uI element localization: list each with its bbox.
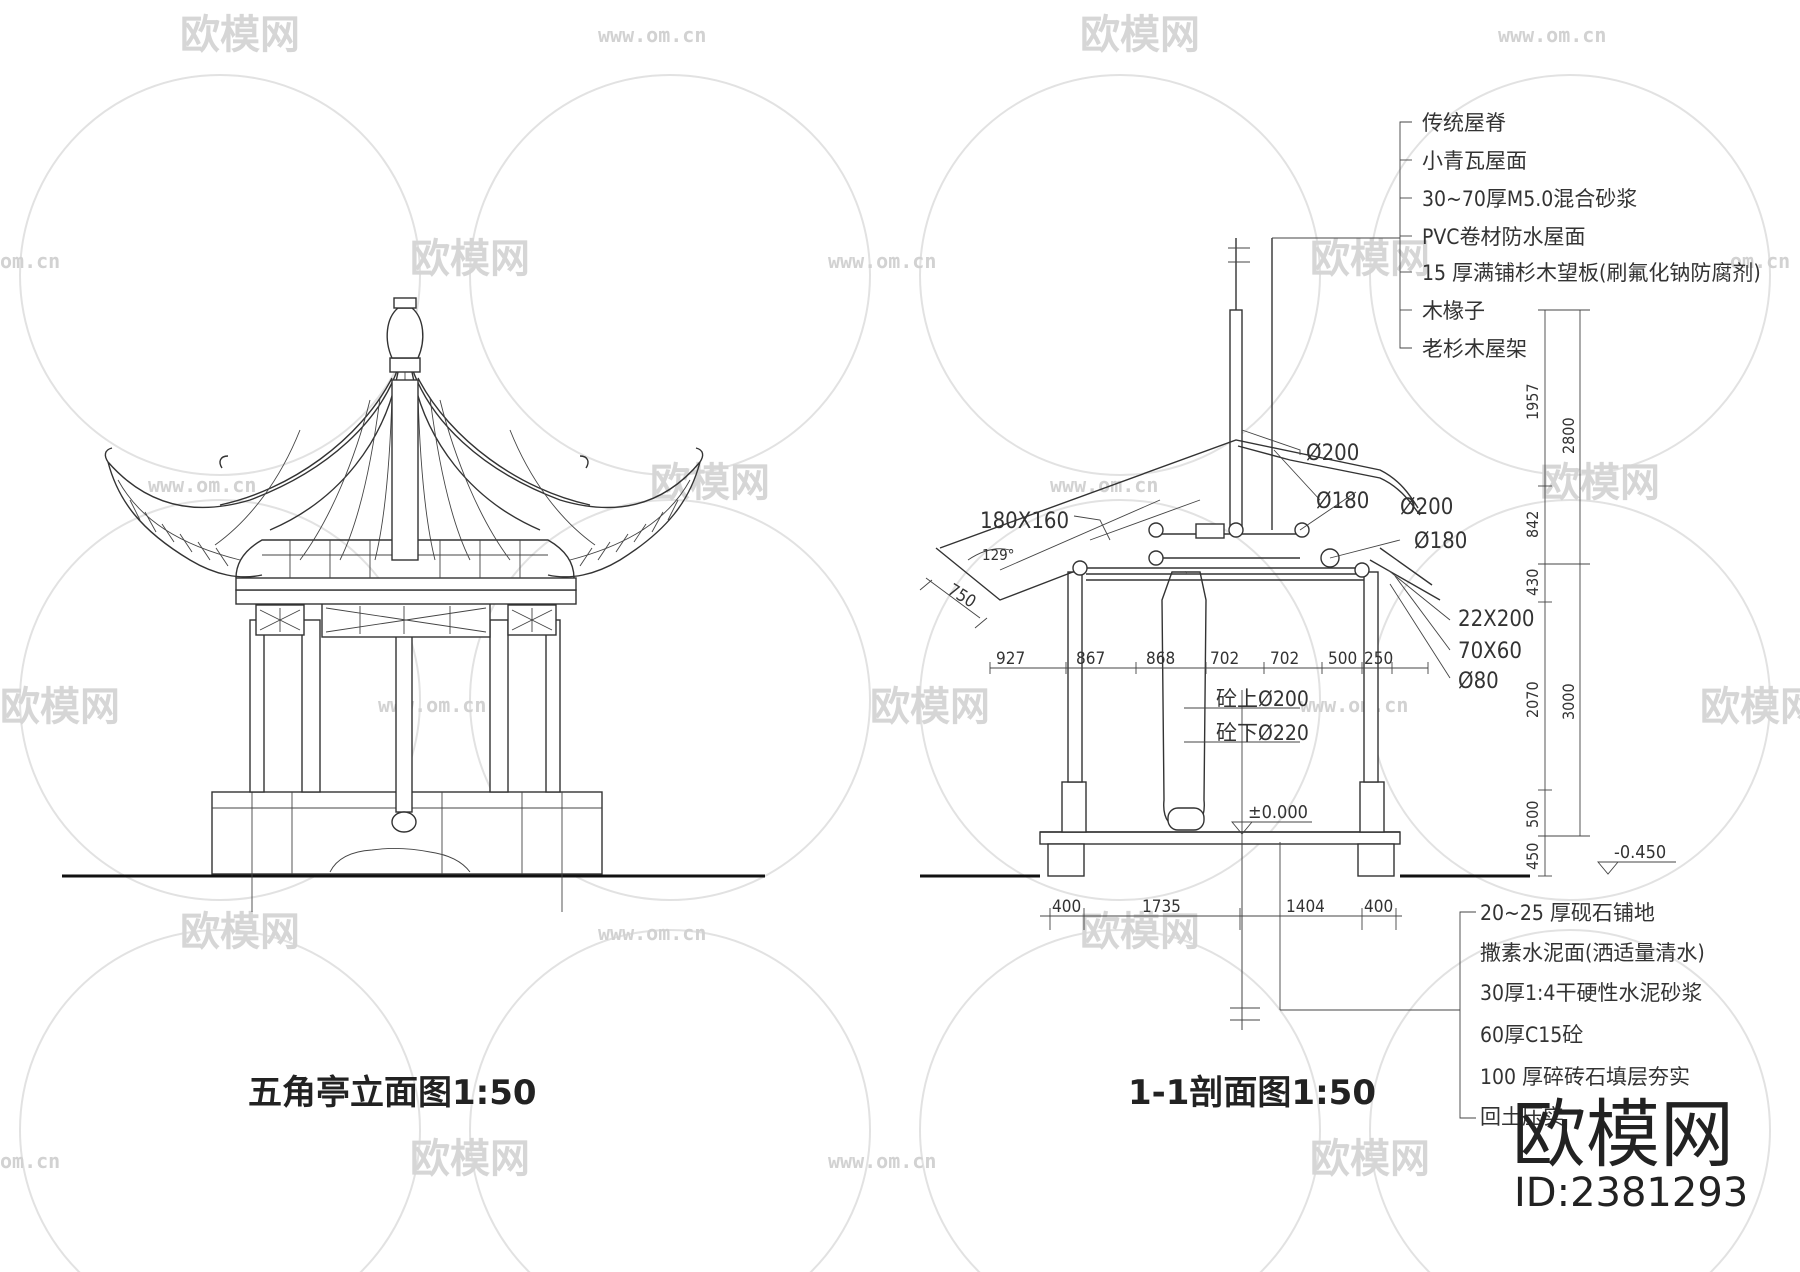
dimension-top-labels: 927 867 868 702 702 500 250 — [996, 649, 1393, 669]
wm-url-8: www.om.cn — [378, 693, 486, 717]
dim-top-6: 500 — [1328, 649, 1357, 669]
label-rubble: 100 厚碎砖石填层夯实 — [1480, 1065, 1690, 1089]
label-d180-b: Ø180 — [1414, 529, 1467, 554]
label-d80: Ø80 — [1458, 669, 1499, 694]
label-rafter: 木椽子 — [1422, 299, 1485, 323]
dim-vert-450: 450 — [1523, 843, 1542, 870]
wm-brand-10: 欧模网 — [180, 909, 300, 955]
dim-vert-2070: 2070 — [1523, 681, 1542, 718]
label-col-up: 砼上Ø200 — [1216, 687, 1309, 711]
label-22x200: 22X200 — [1458, 607, 1535, 632]
wm-url-11: om.cn — [0, 1149, 60, 1173]
wm-brand-13: 欧模网 — [1310, 1136, 1430, 1182]
dim-top-2: 867 — [1076, 649, 1105, 669]
title-section: 1-1剖面图1:50 — [1128, 1073, 1376, 1113]
label-ridge: 传统屋脊 — [1422, 111, 1506, 135]
label-col-down: 砼下Ø220 — [1216, 721, 1309, 745]
label-concrete: 60厚C15砼 — [1480, 1023, 1583, 1047]
wm-brand-7: 欧模网 — [0, 684, 120, 730]
dim-top-1: 927 — [996, 649, 1025, 669]
dim-vert-1957: 1957 — [1523, 383, 1542, 420]
title-elevation: 五角亭立面图1:50 — [248, 1073, 537, 1113]
dim-bottom-4: 400 — [1364, 897, 1393, 917]
label-level-neg: -0.450 — [1614, 842, 1666, 863]
watermark-layer: 欧模网 www.om.cn 欧模网 www.om.cn om.cn 欧模网 ww… — [0, 12, 1800, 1272]
watermark-brand-large: 欧模网 — [1512, 1092, 1734, 1178]
wm-brand-1: 欧模网 — [180, 12, 300, 58]
dim-top-7: 250 — [1364, 649, 1393, 669]
dim-vert-430: 430 — [1523, 569, 1542, 596]
wm-brand-3: 欧模网 — [410, 236, 530, 282]
wm-brand-5: 欧模网 — [650, 460, 770, 506]
wm-brand-6: 欧模网 — [1540, 460, 1660, 506]
floor-layer-labels: 20~25 厚砚石铺地 撒素水泥面(洒适量清水) 30厚1:4干硬性水泥砂浆 6… — [1480, 901, 1705, 1129]
label-backfill: 回土压实 — [1480, 1105, 1564, 1129]
wm-url-7: www.om.cn — [1050, 473, 1158, 497]
dim-bottom-1: 400 — [1052, 897, 1081, 917]
dim-top-4: 702 — [1210, 649, 1239, 669]
wm-url-6: www.om.cn — [148, 473, 256, 497]
wm-url-10: www.om.cn — [598, 921, 706, 945]
wm-brand-12: 欧模网 — [410, 1136, 530, 1182]
wm-url-9: www.om.cn — [1300, 693, 1408, 717]
label-d200-top: Ø200 — [1306, 441, 1359, 466]
dim-vert-500: 500 — [1523, 801, 1542, 828]
dim-top-3: 868 — [1146, 649, 1175, 669]
label-eave-750: 750 — [944, 580, 979, 612]
label-truss: 老杉木屋架 — [1422, 337, 1527, 361]
wm-url-3: om.cn — [0, 249, 60, 273]
dim-vert-842: 842 — [1523, 511, 1542, 538]
watermark-id: ID:2381293 — [1514, 1170, 1748, 1216]
dim-vert-3000: 3000 — [1559, 683, 1578, 720]
label-board: 15 厚满铺杉木望板(刷氟化钠防腐剂) — [1422, 261, 1761, 285]
dim-bottom-2: 1735 — [1142, 897, 1181, 917]
member-labels: Ø200 Ø180 Ø200 Ø180 180X160 129° 750 22X… — [944, 441, 1666, 863]
dim-vert-2800: 2800 — [1559, 417, 1578, 454]
label-angle: 129° — [982, 546, 1015, 564]
label-d180-a: Ø180 — [1316, 489, 1369, 514]
dim-bottom-3: 1404 — [1286, 897, 1325, 917]
label-mortar: 30~70厚M5.0混合砂浆 — [1422, 187, 1637, 211]
dim-top-5: 702 — [1270, 649, 1299, 669]
wm-url-1: www.om.cn — [598, 23, 706, 47]
label-floor-stone: 20~25 厚砚石铺地 — [1480, 901, 1655, 925]
dimension-vertical-labels: 1957 842 430 2070 500 450 2800 3000 — [1523, 383, 1578, 870]
roof-layer-labels: 传统屋脊 小青瓦屋面 30~70厚M5.0混合砂浆 PVC卷材防水屋面 15 厚… — [1422, 111, 1761, 361]
wm-url-5: om.cn — [1730, 249, 1790, 273]
wm-brand-9: 欧模网 — [1700, 684, 1800, 730]
wm-url-2: www.om.cn — [1498, 23, 1606, 47]
wm-brand-4: 欧模网 — [1310, 236, 1430, 282]
label-beam-180x160: 180X160 — [980, 509, 1069, 534]
wm-brand-2: 欧模网 — [1080, 12, 1200, 58]
dimension-bottom-labels: 400 1735 1404 400 — [1052, 897, 1393, 917]
wm-url-12: www.om.cn — [828, 1149, 936, 1173]
wm-url-4: www.om.cn — [828, 249, 936, 273]
wm-brand-11: 欧模网 — [1080, 909, 1200, 955]
label-cement-face: 撒素水泥面(洒适量清水) — [1480, 941, 1705, 965]
wm-brand-8: 欧模网 — [870, 684, 990, 730]
label-tile-roof: 小青瓦屋面 — [1422, 149, 1527, 173]
pavilion-section — [919, 121, 1676, 1119]
label-d200-b: Ø200 — [1400, 495, 1453, 520]
label-level-0: ±0.000 — [1248, 802, 1308, 823]
label-dry-mortar: 30厚1:4干硬性水泥砂浆 — [1480, 981, 1702, 1005]
label-70x60: 70X60 — [1458, 639, 1522, 664]
pavilion-elevation — [62, 297, 765, 912]
label-pvc: PVC卷材防水屋面 — [1422, 225, 1586, 249]
